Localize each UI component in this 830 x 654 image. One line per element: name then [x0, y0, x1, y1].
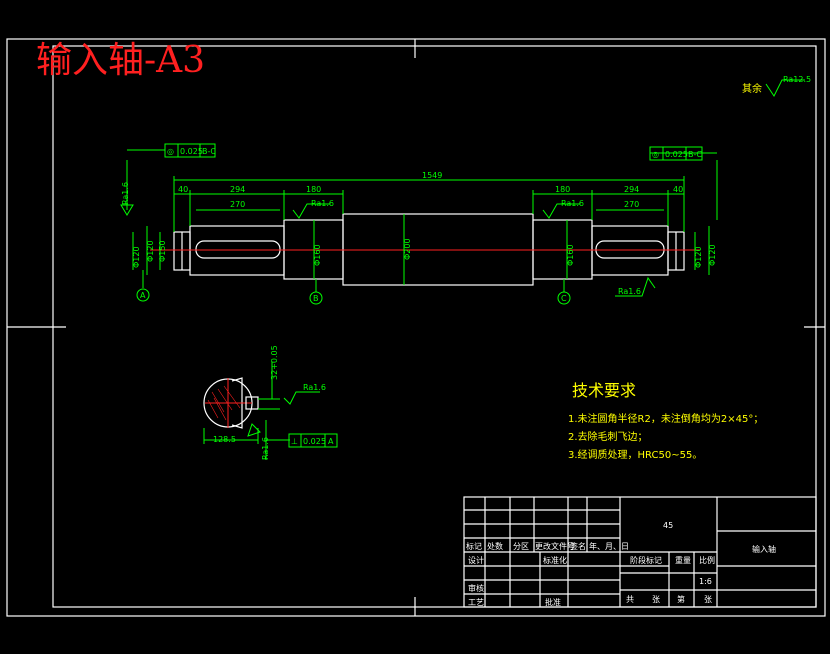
tb-label-stage: 阶段标记: [630, 555, 662, 565]
datum-b-circle: [309, 291, 323, 305]
tb-label-standard: 标准化: [543, 555, 567, 565]
tol-left-value: 0.025: [180, 147, 203, 156]
tb-label-mark: 标记: [466, 541, 482, 551]
roughness-section-side: Ra1.6: [261, 437, 270, 460]
roughness-right-end-symbol: [615, 276, 656, 297]
datum-c-circle: [557, 291, 571, 305]
dim-right-keyway: 270: [624, 200, 639, 209]
dim-left-keyway-span: 294: [230, 185, 245, 194]
roughness-left-bearing-symbol: [292, 203, 330, 219]
dim-right-keyway-span: 294: [624, 185, 639, 194]
tol-section-datum: A: [328, 437, 334, 446]
dim-left-bearing: 180: [306, 185, 321, 194]
datum-a-label: A: [140, 291, 146, 300]
dim-left-dia-mid: Φ150: [158, 240, 167, 262]
tb-label-zone: 分区: [513, 542, 529, 551]
tol-right-datum: B-C: [688, 150, 702, 159]
tb-label-page: 张: [704, 595, 712, 604]
drawing-title: 输入轴-A3: [36, 40, 205, 81]
tolerance-frame-section: ⊥ 0.025 A: [288, 433, 338, 448]
roughness-vertical-symbol: [120, 204, 134, 216]
dim-right-end: 40: [673, 185, 683, 194]
dim-left-keyway: 270: [230, 200, 245, 209]
tech-heading: 技术要求: [572, 381, 636, 400]
tb-label-page-no: 第: [677, 594, 685, 604]
roughness-right-bearing: Ra1.6: [561, 199, 584, 208]
tb-label-date: 年、月、日: [589, 541, 629, 551]
section-depth: 128.5: [213, 435, 236, 444]
tb-label-total: 共: [626, 595, 634, 604]
tb-label-sheet: 张: [652, 595, 660, 604]
tb-label-process: 工艺: [468, 598, 484, 607]
dim-left-dia-outer: Φ120: [132, 246, 141, 268]
title-block: [463, 496, 817, 608]
tb-label-doc: 更改文件号: [535, 541, 575, 551]
dim-bearing-dia-right: Φ160: [566, 244, 575, 266]
datum-a-circle: [136, 288, 150, 302]
section-view: [203, 362, 290, 460]
tech-line-1: 1.未注圆角半径R2，未注倒角均为2×45°；: [568, 412, 763, 425]
roughness-section-top-symbol: [283, 391, 320, 405]
tol-section-symbol: ⊥: [291, 437, 298, 446]
datum-b-label: B: [313, 294, 319, 303]
dim-vertical-left: Ra1.6: [121, 182, 130, 205]
roughness-section-top: Ra1.6: [303, 383, 326, 392]
tech-line-3: 3.经调质处理，HRC50~55。: [568, 448, 702, 461]
dim-left-dia-inner: Φ120: [146, 240, 155, 262]
dim-bearing-dia-left: Φ160: [313, 244, 322, 266]
section-width: 32+0.05: [270, 345, 279, 380]
tol-section-value: 0.025: [303, 437, 326, 446]
outer-border: [6, 38, 826, 617]
tb-label-approve: 批准: [545, 597, 561, 607]
tb-label-weight: 重量: [675, 555, 691, 565]
shaft-dimensions: [126, 149, 718, 292]
tolerance-frame-right: ◎ 0.025 B-C: [649, 146, 703, 161]
roughness-right-bearing-symbol: [542, 203, 580, 219]
roughness-section-side-symbol: [247, 423, 261, 437]
roughness-other-value: Ra12.5: [783, 75, 811, 84]
tolerance-frame-left: ◎ 0.025 B-C: [164, 143, 216, 158]
tb-label-design: 设计: [468, 555, 484, 565]
tb-label-count: 处数: [487, 541, 503, 551]
dim-main-dia: Φ200: [403, 238, 412, 260]
tb-part-name: 输入轴: [752, 544, 776, 554]
dim-right-bearing: 180: [555, 185, 570, 194]
tol-left-datum: B-C: [202, 147, 216, 156]
tb-material: 45: [663, 521, 673, 530]
tol-right-symbol: ◎: [652, 150, 659, 159]
tb-label-review: 审核: [468, 583, 484, 593]
dim-left-end: 40: [178, 185, 188, 194]
tol-right-value: 0.025: [665, 150, 688, 159]
roughness-other-symbol: [765, 79, 805, 97]
tb-label-scale: 比例: [699, 555, 715, 565]
roughness-right-end: Ra1.6: [618, 287, 641, 296]
dim-overall: 1549: [422, 171, 442, 180]
tb-label-sign: 签名: [570, 541, 586, 551]
inner-frame: [52, 45, 817, 608]
tb-scale-value: 1:6: [699, 577, 712, 586]
datum-c-label: C: [561, 294, 567, 303]
shaft-main-view: [150, 213, 700, 286]
roughness-other-label: 其余: [742, 82, 762, 95]
roughness-left-bearing: Ra1.6: [311, 199, 334, 208]
dim-right-dia-inner: Φ120: [708, 244, 717, 266]
tech-line-2: 2.去除毛刺飞边；: [568, 430, 648, 443]
dim-right-dia-outer: Φ120: [694, 246, 703, 268]
tol-left-symbol: ◎: [167, 147, 174, 156]
